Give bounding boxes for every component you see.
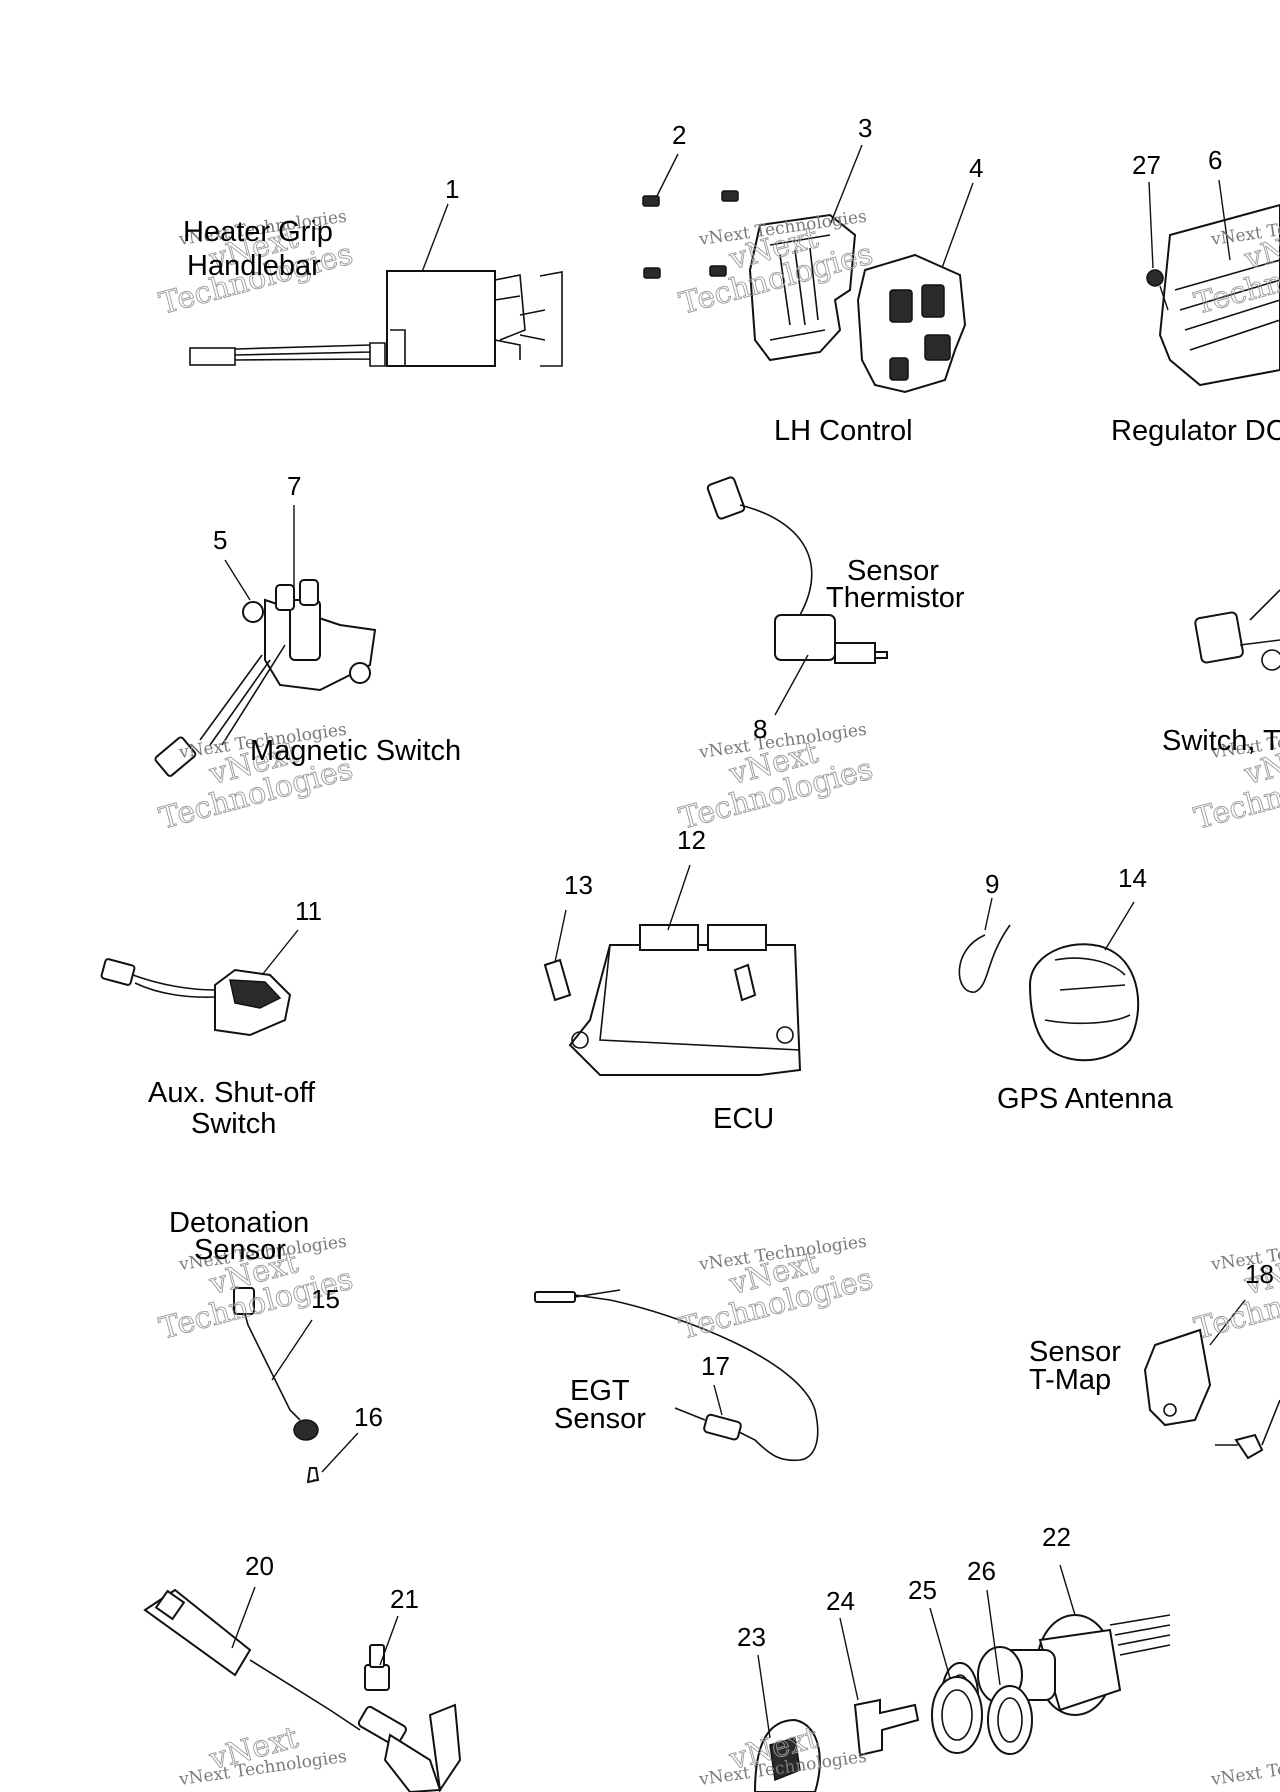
callout-18: 18 bbox=[1245, 1259, 1274, 1289]
callout-26: 26 bbox=[967, 1556, 996, 1586]
label-heater-grip-line1: Heater Grip bbox=[183, 216, 333, 248]
watermark-small: vNext Technologies bbox=[1209, 1747, 1280, 1790]
callout-17: 17 bbox=[701, 1351, 730, 1381]
leader-lines bbox=[224, 144, 1246, 1739]
label-regulator: Regulator DC bbox=[1111, 415, 1280, 447]
callout-27: 27 bbox=[1132, 150, 1161, 180]
callout-20: 20 bbox=[245, 1551, 274, 1581]
callout-25: 25 bbox=[908, 1575, 937, 1605]
heater-grip-part bbox=[189, 270, 563, 367]
sensor-tmap-part bbox=[1143, 1328, 1280, 1460]
label-sensor-thermistor-line2: Thermistor bbox=[826, 582, 965, 614]
callout-15: 15 bbox=[311, 1284, 340, 1314]
callout-23: 23 bbox=[737, 1622, 766, 1652]
label-ecu: ECU bbox=[713, 1103, 774, 1135]
callout-9: 9 bbox=[985, 869, 999, 899]
callout-1: 1 bbox=[445, 174, 459, 204]
callout-12: 12 bbox=[677, 825, 706, 855]
label-egt-line1: EGT bbox=[570, 1375, 630, 1407]
magnetic-switch-part bbox=[154, 579, 377, 777]
switch-t-part bbox=[1194, 589, 1280, 671]
screws-2 bbox=[642, 190, 739, 279]
callout-22: 22 bbox=[1042, 1522, 1071, 1552]
gps-antenna-part bbox=[958, 924, 1140, 1062]
label-aux-shutoff-line2: Switch bbox=[191, 1108, 276, 1140]
label-detonation-line2: Sensor bbox=[194, 1234, 286, 1266]
sensor-thermistor-part bbox=[706, 476, 888, 664]
callout-numbers: 1 2 3 4 27 6 7 5 8 11 12 13 9 14 15 16 1… bbox=[213, 113, 1274, 1652]
callout-4: 4 bbox=[969, 153, 983, 183]
label-tmap-line1: Sensor bbox=[1029, 1336, 1121, 1368]
callout-5: 5 bbox=[213, 525, 227, 555]
ecu-part bbox=[543, 924, 802, 1076]
knob-23 bbox=[753, 1718, 821, 1792]
callout-16: 16 bbox=[354, 1402, 383, 1432]
egt-sensor-part bbox=[534, 1289, 819, 1462]
callout-8: 8 bbox=[753, 714, 767, 744]
callout-13: 13 bbox=[564, 870, 593, 900]
speed-sensor-part bbox=[143, 1588, 462, 1792]
label-sensor-thermistor-line1: Sensor bbox=[847, 555, 939, 587]
callout-6: 6 bbox=[1208, 145, 1222, 175]
washer-26 bbox=[987, 1685, 1033, 1755]
callout-7: 7 bbox=[287, 471, 301, 501]
label-heater-grip-line2: Handlebar bbox=[187, 250, 321, 282]
part-labels: Heater Grip Handlebar LH Control Regulat… bbox=[148, 216, 1280, 1435]
label-lh-control: LH Control bbox=[774, 415, 913, 447]
label-detonation-line1: Detonation bbox=[169, 1207, 309, 1239]
callout-11: 11 bbox=[295, 896, 322, 926]
detonation-sensor-part bbox=[233, 1287, 320, 1484]
callout-2: 2 bbox=[672, 120, 686, 150]
label-aux-shutoff-line1: Aux. Shut-off bbox=[148, 1077, 316, 1109]
regulator-part bbox=[1146, 203, 1280, 387]
callout-14: 14 bbox=[1118, 863, 1147, 893]
label-tmap-line2: T-Map bbox=[1029, 1364, 1111, 1396]
label-gps-antenna: GPS Antenna bbox=[997, 1083, 1174, 1115]
key-24 bbox=[853, 1698, 920, 1757]
callout-24: 24 bbox=[826, 1586, 855, 1616]
lh-control-part bbox=[748, 213, 967, 394]
nut-25 bbox=[931, 1676, 983, 1754]
aux-shutoff-part bbox=[100, 958, 292, 1037]
label-switch-t: Switch, T bbox=[1162, 725, 1280, 757]
label-magnetic-switch: Magnetic Switch bbox=[250, 735, 461, 767]
callout-3: 3 bbox=[858, 113, 872, 143]
callout-21: 21 bbox=[390, 1584, 419, 1614]
label-egt-line2: Sensor bbox=[554, 1403, 646, 1435]
